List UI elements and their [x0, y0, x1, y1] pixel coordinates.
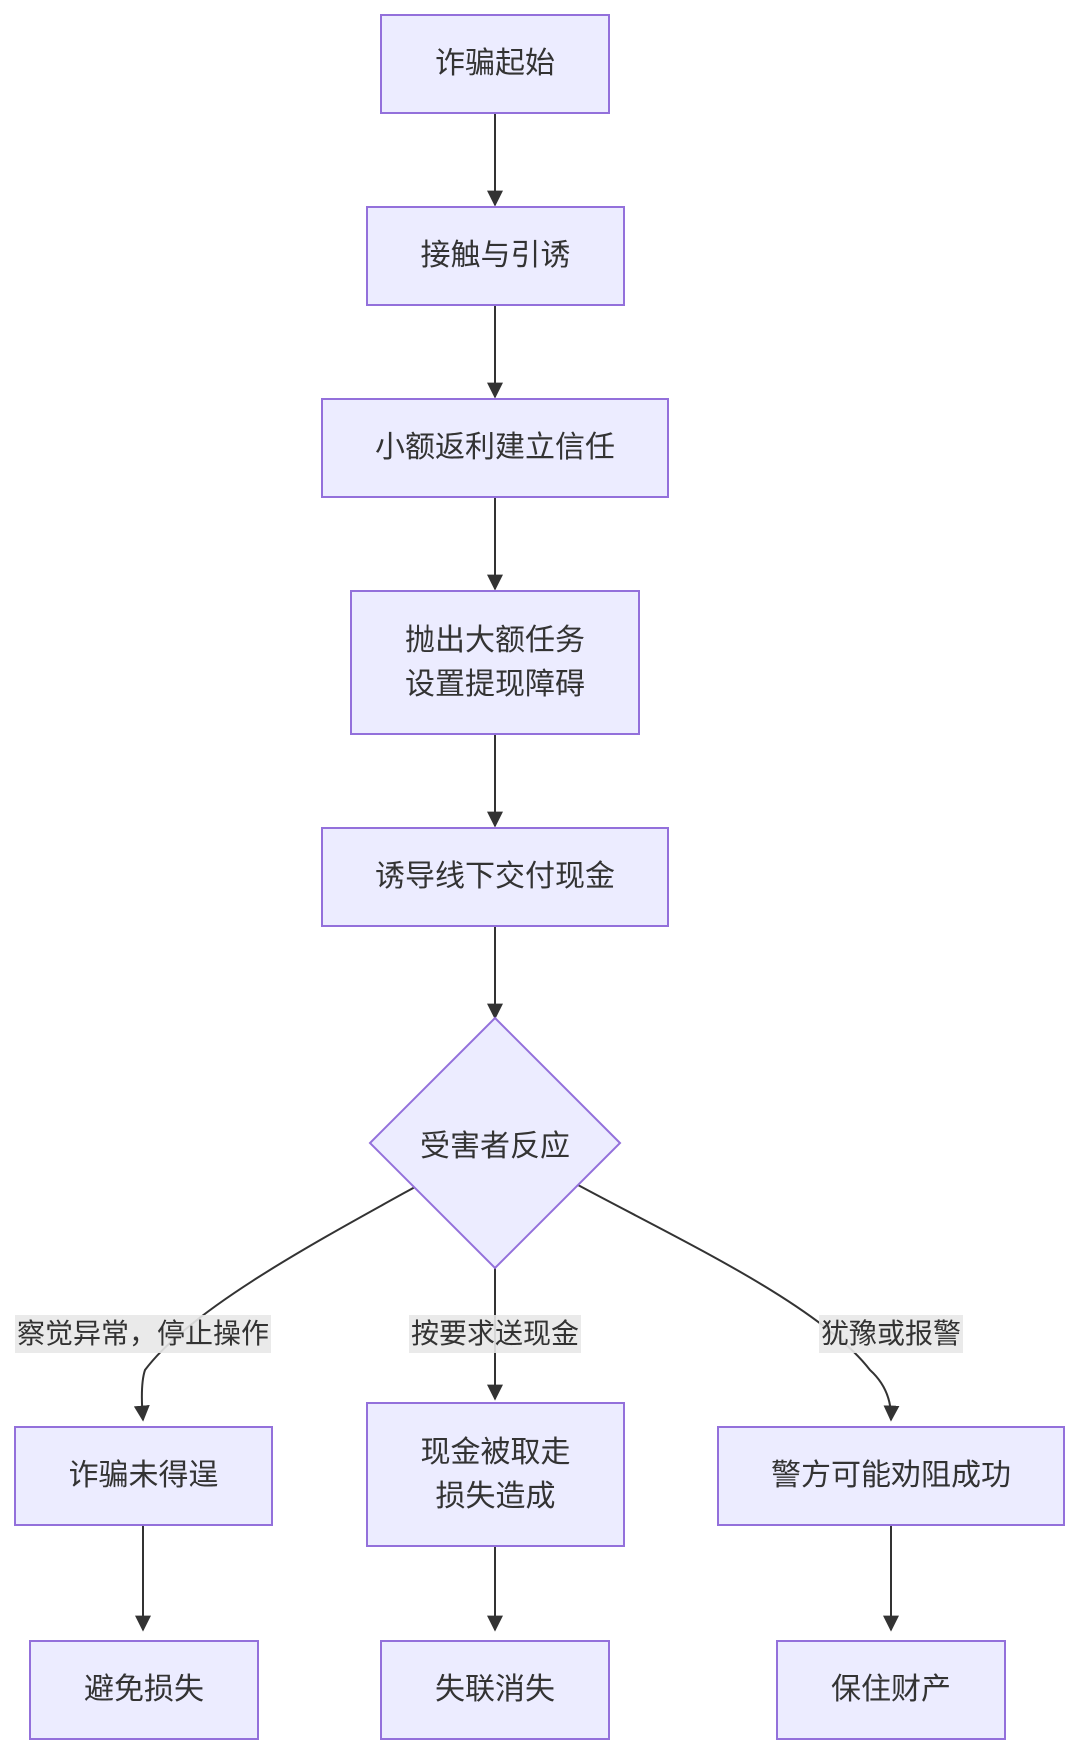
node-lost-label: 失联消失 — [435, 1672, 555, 1707]
node-lost: 失联消失 — [380, 1640, 610, 1740]
decision-diamond — [368, 1016, 622, 1270]
node-cash-taken-line1: 现金被取走 — [420, 1434, 571, 1470]
node-fail: 诈骗未得逞 — [14, 1426, 273, 1526]
node-start-label: 诈骗起始 — [435, 46, 555, 81]
node-cash-taken-line2: 损失造成 — [435, 1478, 556, 1514]
node-contact-label: 接触与引诱 — [420, 238, 571, 273]
node-induce-label: 诱导线下交付现金 — [375, 859, 615, 894]
node-rebate-label: 小额返利建立信任 — [375, 430, 615, 465]
node-task-line1: 抛出大额任务 — [405, 622, 585, 658]
node-fail-label: 诈骗未得逞 — [68, 1458, 219, 1493]
node-decision: 受害者反应 — [370, 1018, 620, 1268]
node-rebate: 小额返利建立信任 — [321, 398, 669, 498]
edge-label-left: 察觉异常，停止操作 — [14, 1315, 272, 1353]
node-decision-label: 受害者反应 — [420, 1129, 570, 1164]
edge-decision-police — [577, 1184, 900, 1422]
node-police-label: 警方可能劝阻成功 — [771, 1458, 1011, 1493]
node-avoid: 避免损失 — [29, 1640, 259, 1740]
node-task: 抛出大额任务 设置提现障碍 — [350, 590, 640, 735]
node-start: 诈骗起始 — [380, 14, 610, 114]
node-protect: 保住财产 — [776, 1640, 1006, 1740]
edge-label-right: 犹豫或报警 — [818, 1315, 964, 1353]
node-avoid-label: 避免损失 — [84, 1672, 204, 1707]
node-protect-label: 保住财产 — [831, 1672, 951, 1707]
edge-label-middle: 按要求送现金 — [408, 1315, 582, 1353]
node-contact: 接触与引诱 — [366, 206, 625, 306]
node-induce: 诱导线下交付现金 — [321, 827, 669, 927]
node-task-line2: 设置提现障碍 — [405, 666, 585, 702]
node-cash-taken: 现金被取走 损失造成 — [366, 1402, 625, 1547]
node-police: 警方可能劝阻成功 — [717, 1426, 1065, 1526]
